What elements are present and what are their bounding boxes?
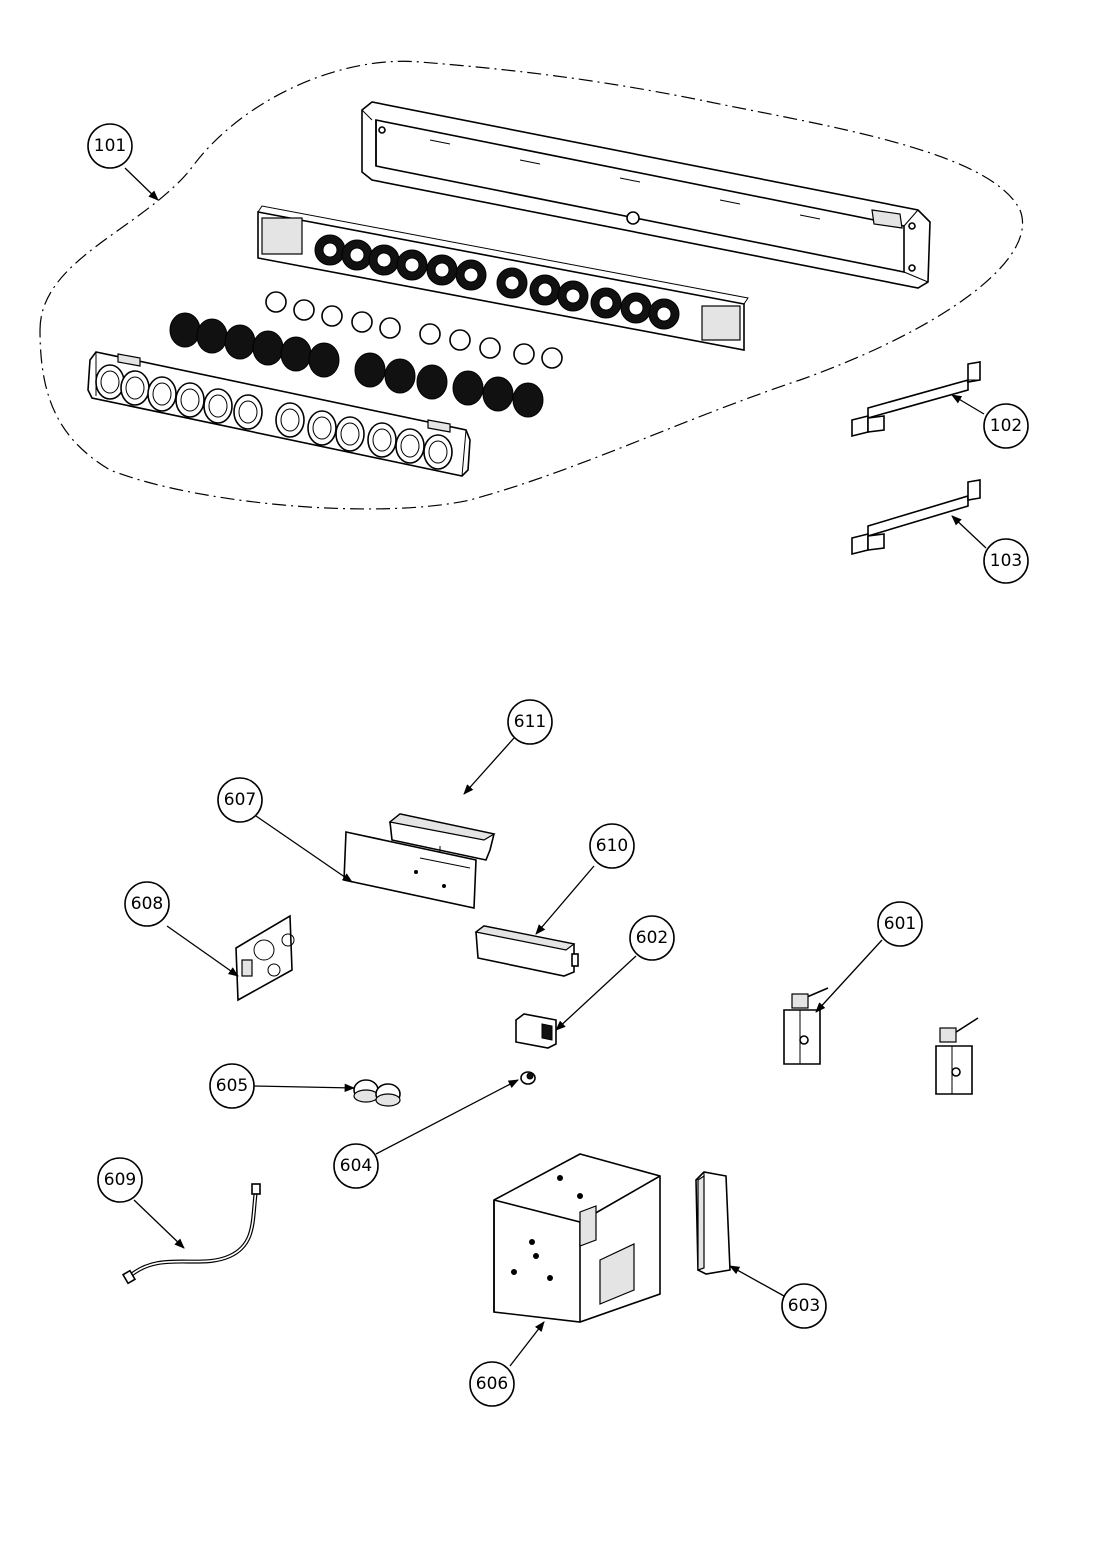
callout-609-label: 609 bbox=[104, 1170, 136, 1190]
callout-603-label: 603 bbox=[788, 1296, 820, 1316]
callout-602-label: 602 bbox=[636, 928, 668, 948]
light-pipes bbox=[265, 291, 563, 369]
control-panel-pcb bbox=[257, 205, 749, 351]
callout-605-label: 605 bbox=[216, 1076, 248, 1096]
part-609-cable bbox=[121, 1183, 261, 1285]
callout-610: 610 bbox=[589, 823, 635, 869]
callout-608-label: 608 bbox=[131, 894, 163, 914]
part-606-housing bbox=[493, 1153, 661, 1323]
callout-606: 606 bbox=[469, 1361, 515, 1407]
callout-611-label: 611 bbox=[514, 712, 546, 732]
leader-lines bbox=[124, 167, 987, 1367]
callout-611: 611 bbox=[507, 699, 553, 745]
pcb-encoders bbox=[314, 234, 680, 330]
callout-609: 609 bbox=[97, 1157, 143, 1203]
callout-101: 101 bbox=[87, 123, 133, 169]
callout-103-label: 103 bbox=[990, 551, 1022, 571]
part-608-pcb bbox=[235, 914, 295, 1002]
callout-102-label: 102 bbox=[990, 416, 1022, 436]
callout-610-label: 610 bbox=[596, 836, 628, 856]
part-601-hinges bbox=[783, 987, 979, 1095]
callout-103: 103 bbox=[983, 538, 1029, 584]
callout-607: 607 bbox=[217, 777, 263, 823]
callout-607-label: 607 bbox=[224, 790, 256, 810]
callout-601-label: 601 bbox=[884, 914, 916, 934]
knob-rings bbox=[169, 312, 544, 418]
callout-604: 604 bbox=[333, 1143, 379, 1189]
part-603-cover bbox=[695, 1171, 731, 1275]
control-panel-front-fascia bbox=[87, 351, 471, 477]
callout-603: 603 bbox=[781, 1283, 827, 1329]
callout-606-label: 606 bbox=[476, 1374, 508, 1394]
fascia-holes bbox=[95, 364, 453, 470]
part-607-pcb bbox=[343, 831, 477, 909]
part-605-fasteners bbox=[353, 1079, 401, 1107]
control-panel-rear-frame bbox=[361, 101, 931, 289]
part-611-module bbox=[388, 813, 496, 861]
part-610-module bbox=[474, 925, 579, 977]
bracket-part-103 bbox=[851, 479, 981, 556]
callout-601: 601 bbox=[877, 901, 923, 947]
callout-605: 605 bbox=[209, 1063, 255, 1109]
callout-101-label: 101 bbox=[94, 136, 126, 156]
callout-602: 602 bbox=[629, 915, 675, 961]
bracket-part-102 bbox=[851, 361, 981, 438]
callout-604-label: 604 bbox=[340, 1156, 372, 1176]
part-604-grommet bbox=[520, 1071, 536, 1085]
callout-102: 102 bbox=[983, 403, 1029, 449]
part-602-connector bbox=[515, 1013, 557, 1049]
callout-608: 608 bbox=[124, 881, 170, 927]
assembly-boundary-dashdot bbox=[39, 60, 1024, 510]
